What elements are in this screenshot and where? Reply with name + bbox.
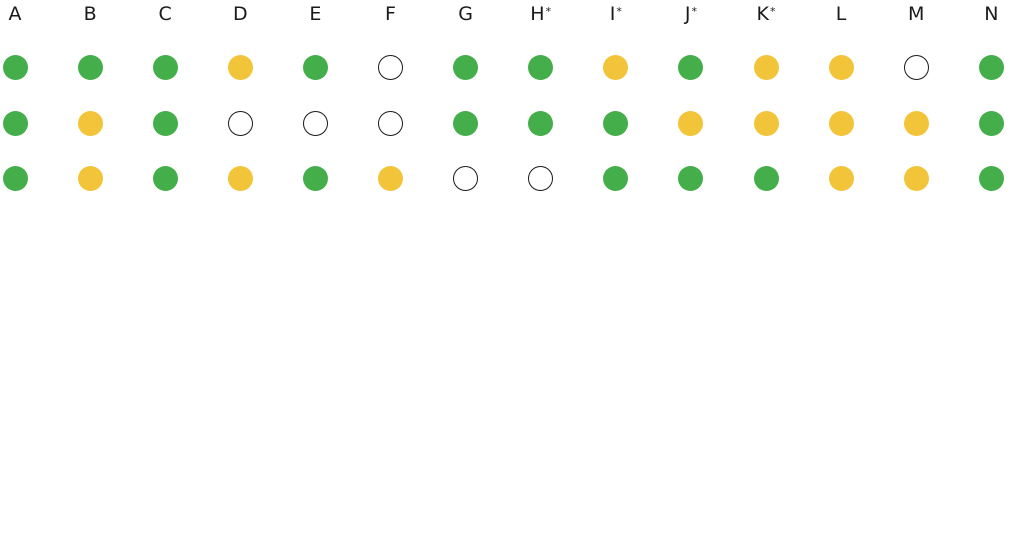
column-label-h: H* [521, 2, 561, 26]
column-label-k: K* [746, 2, 786, 26]
asterisk-mark: * [616, 5, 622, 18]
column-label-text: B [83, 3, 97, 25]
status-dot-green [152, 165, 178, 191]
column-label-i: I* [596, 2, 636, 26]
status-dot-yellow [828, 110, 854, 136]
status-dot-yellow [903, 165, 929, 191]
column-label-text: I [609, 3, 616, 25]
column-label-n: N [971, 2, 1011, 26]
column-label-m: M [896, 2, 936, 26]
status-dot-yellow [678, 110, 704, 136]
status-dot-green [152, 54, 178, 80]
column-label-text: G [458, 3, 473, 25]
status-dot-empty [453, 165, 479, 191]
status-dot-yellow [227, 54, 253, 80]
status-dot-green [528, 54, 554, 80]
column-label-text: F [385, 3, 396, 25]
status-dot-yellow [77, 110, 103, 136]
status-dot-green [2, 165, 28, 191]
status-dot-green [2, 54, 28, 80]
status-dot-yellow [903, 110, 929, 136]
status-dot-green [678, 165, 704, 191]
status-dot-empty [528, 165, 554, 191]
status-dot-green [753, 165, 779, 191]
status-dot-yellow [378, 165, 403, 191]
status-dot-empty [302, 110, 328, 136]
column-label-text: M [907, 3, 925, 25]
status-dot-empty [227, 110, 253, 136]
status-dot-yellow [77, 165, 103, 191]
column-label-g: G [446, 2, 486, 26]
column-label-text: A [8, 3, 22, 25]
column-label-c: C [145, 2, 185, 26]
status-dot-yellow [227, 165, 253, 191]
status-dot-empty [378, 54, 403, 80]
column-label-text: E [309, 3, 322, 25]
status-dot-green [978, 165, 1004, 191]
status-dot-yellow [603, 54, 629, 80]
column-label-d: D [220, 2, 260, 26]
status-dot-green [152, 110, 178, 136]
column-label-l: L [821, 2, 861, 26]
column-label-a: A [0, 2, 35, 26]
status-dot-green [2, 110, 28, 136]
column-label-text: L [835, 3, 847, 25]
status-dot-green [978, 54, 1004, 80]
asterisk-mark: * [769, 5, 776, 18]
column-label-j: J* [671, 2, 711, 26]
status-dot-empty [378, 110, 403, 136]
column-label-text: D [232, 3, 248, 25]
status-dot-green [77, 54, 103, 80]
column-label-text: N [984, 3, 999, 25]
column-label-text: J [684, 3, 691, 25]
column-label-text: K [756, 3, 769, 25]
status-dot-green [678, 54, 704, 80]
status-dot-yellow [753, 54, 779, 80]
status-dot-green [603, 110, 629, 136]
status-dot-green [302, 165, 328, 191]
status-dot-green [528, 110, 554, 136]
asterisk-mark: * [691, 5, 697, 18]
column-label-e: E [295, 2, 335, 26]
status-dot-green [453, 54, 479, 80]
column-label-b: B [70, 2, 110, 26]
column-label-f: F [371, 2, 411, 26]
status-dot-green [302, 54, 328, 80]
status-dot-green [453, 110, 479, 136]
status-dot-yellow [828, 165, 854, 191]
asterisk-mark: * [545, 5, 552, 18]
status-dot-empty [903, 54, 929, 80]
status-dot-green [978, 110, 1004, 136]
column-label-text: H [530, 3, 545, 25]
status-dot-yellow [753, 110, 779, 136]
status-dot-green [603, 165, 629, 191]
column-label-text: C [158, 3, 172, 25]
status-dot-yellow [828, 54, 854, 80]
